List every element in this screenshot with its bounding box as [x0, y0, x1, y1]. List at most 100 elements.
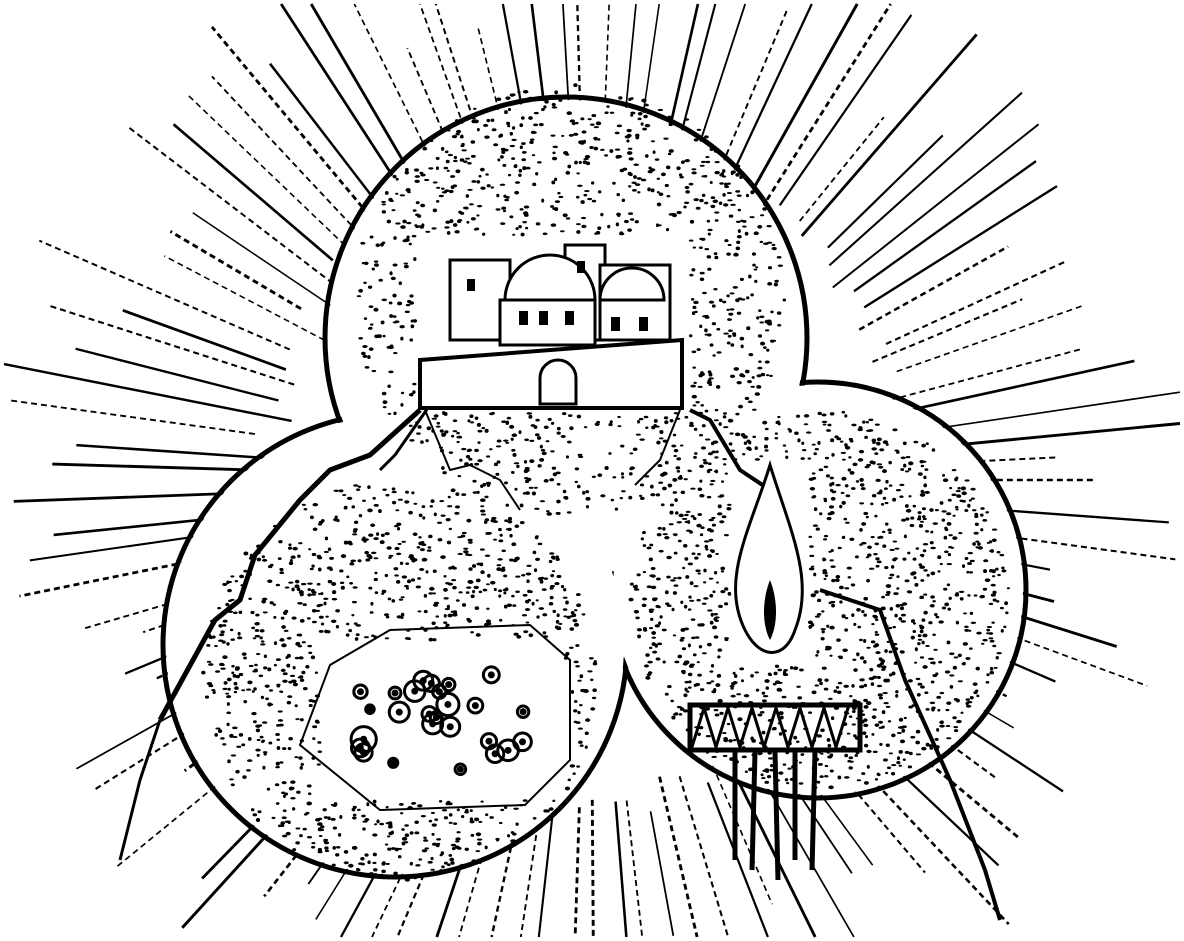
stipple-dot [853, 734, 857, 738]
stipple-dot [826, 429, 831, 432]
stipple-dot [723, 463, 727, 466]
stipple-dot [431, 842, 438, 846]
stipple-dot [859, 678, 865, 682]
stipple-dot [989, 666, 994, 671]
ray [38, 239, 291, 351]
stipple-dot [291, 587, 295, 592]
stipple-dot [393, 567, 399, 571]
stipple-dot [320, 825, 325, 829]
stipple-dot [342, 493, 347, 497]
stipple-dot [528, 414, 533, 419]
stipple-dot [854, 754, 859, 757]
stipple-dot [432, 208, 438, 213]
stipple-dot [874, 452, 879, 455]
stipple-dot [774, 279, 779, 283]
stipple-dot [593, 126, 600, 129]
stipple-dot [929, 746, 934, 750]
stipple-dot [589, 145, 594, 150]
stipple-dot [380, 873, 384, 878]
stipple-dot [435, 156, 440, 160]
stipple-dot [265, 697, 270, 701]
stipple-dot [914, 647, 918, 652]
stipple-dot [317, 750, 323, 753]
stipple-dot [406, 579, 412, 584]
stipple-dot [685, 190, 690, 194]
stipple-dot [922, 633, 928, 638]
stipple-dot [398, 598, 404, 601]
stipple-dot [314, 671, 319, 674]
stipple-dot [628, 157, 634, 161]
stipple-dot [954, 506, 959, 509]
stipple-dot [633, 163, 639, 166]
stipple-dot [949, 486, 953, 490]
stipple-dot [297, 601, 303, 605]
stipple-dot [709, 343, 714, 347]
stipple-dot [373, 307, 379, 312]
stipple-dot [907, 679, 913, 683]
stipple-dot [339, 569, 344, 573]
stipple-dot [220, 663, 225, 666]
stipple-dot [715, 552, 719, 555]
stipple-dot [565, 217, 571, 220]
stipple-dot [728, 312, 734, 316]
stipple-dot [852, 462, 858, 467]
stipple-dot [393, 352, 398, 355]
stipple-dot [839, 600, 843, 604]
stipple-dot [995, 655, 999, 660]
stipple-dot [550, 450, 555, 453]
stipple-dot [410, 324, 415, 329]
stipple-dot [464, 206, 469, 210]
stipple-dot [250, 610, 255, 615]
stipple-dot [939, 562, 943, 566]
stipple-dot [956, 494, 962, 498]
stipple-dot [921, 746, 927, 751]
stipple-dot [279, 824, 285, 828]
stipple-dot [931, 708, 935, 712]
stipple-dot [429, 139, 434, 143]
stipple-dot [447, 613, 453, 618]
stipple-dot [939, 501, 944, 505]
stipple-dot [247, 736, 252, 741]
stipple-dot [964, 508, 969, 513]
stipple-dot [668, 523, 674, 526]
stipple-dot [563, 150, 569, 155]
stipple-dot [573, 83, 578, 88]
stipple-dot [713, 635, 719, 639]
stipple-dot [875, 564, 880, 568]
stipple-dot [746, 326, 751, 331]
stipple-dot [360, 856, 365, 861]
stipple-dot [507, 124, 511, 128]
stipple-dot [992, 590, 997, 595]
stipple-dot [826, 624, 830, 628]
stipple-dot [306, 836, 313, 839]
stipple-dot [856, 608, 861, 612]
stipple-dot [885, 743, 890, 748]
stipple-dot [921, 640, 925, 645]
stipple-dot [555, 511, 561, 515]
stipple-dot [235, 674, 241, 679]
stipple-dot [706, 495, 712, 499]
stipple-dot [898, 717, 904, 722]
stipple-dot [969, 571, 974, 574]
stipple-dot [543, 577, 549, 580]
stipple-dot [701, 602, 707, 605]
stipple-dot [941, 518, 946, 522]
stipple-dot [222, 619, 228, 623]
stipple-dot [908, 495, 912, 498]
stipple-dot [535, 222, 541, 226]
stipple-dot [868, 418, 874, 422]
stipple-dot [392, 321, 398, 324]
stipple-dot [655, 657, 661, 661]
stipple-dot [764, 360, 770, 364]
stipple-dot [868, 567, 875, 570]
stipple-dot [683, 709, 688, 713]
stipple-dot [899, 495, 904, 498]
stipple-dot [719, 173, 725, 177]
stipple-dot [590, 678, 594, 682]
stipple-dot [497, 558, 503, 561]
stipple-dot [254, 634, 261, 638]
stipple-dot [742, 225, 747, 228]
stipple-dot [486, 531, 492, 535]
stipple-dot [708, 300, 715, 304]
stipple-dot [860, 487, 866, 491]
